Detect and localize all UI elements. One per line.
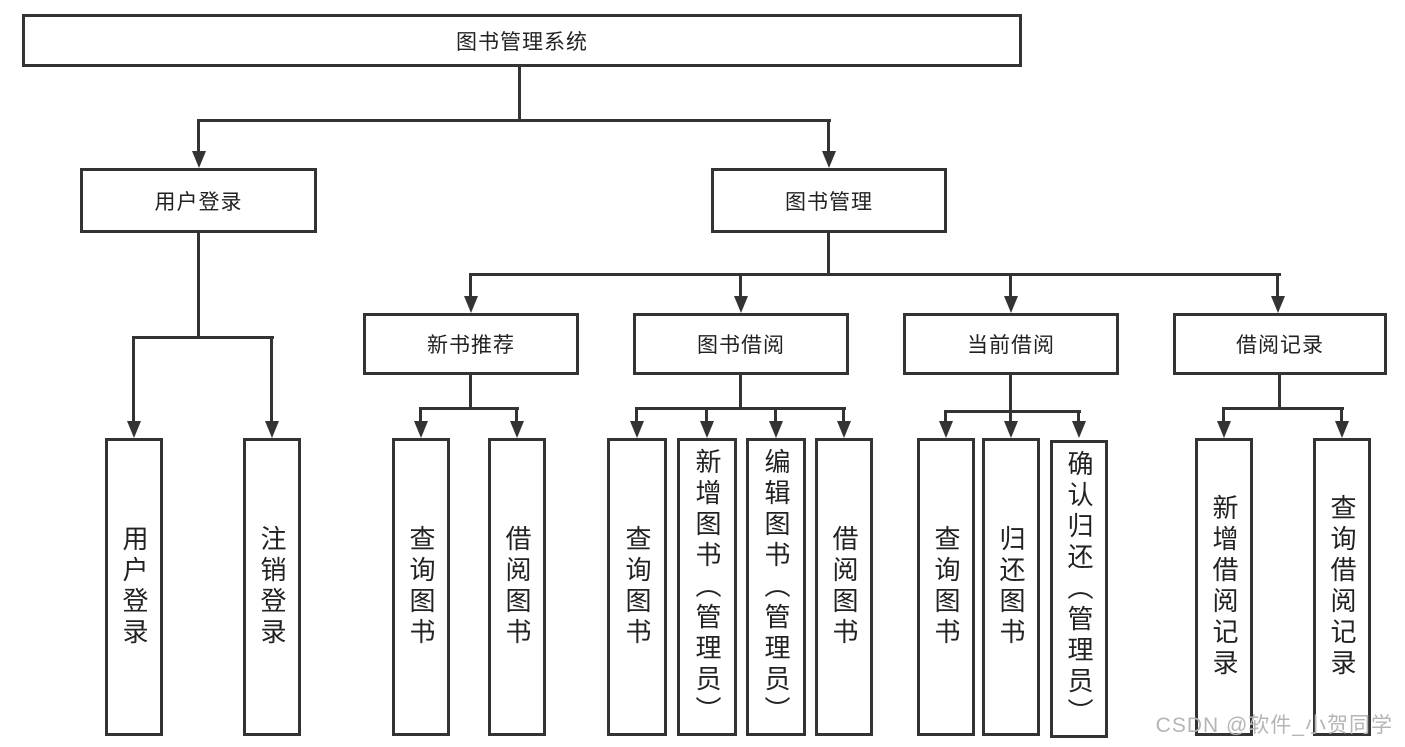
connector-book-borrow-drop-1: [635, 407, 638, 423]
connector-new-book-stem: [469, 375, 472, 409]
connector-book-borrow-drop-3: [774, 407, 777, 423]
connector-current-borrow-drop-2: [1009, 410, 1012, 423]
arrowhead-current-borrow: [1004, 296, 1018, 313]
connector-new-book-drop-2: [515, 407, 518, 423]
arrowhead-current-borrow-leaf-1: [939, 421, 953, 438]
arrowhead-current-borrow-leaf-3: [1072, 421, 1086, 438]
arrowhead-new-book-leaf-1: [414, 421, 428, 438]
leaf-borrow-query-label: 查询图书: [622, 525, 652, 649]
leaf-borrow-book-label: 借阅图书: [829, 525, 859, 649]
arrowhead-book-borrow-leaf-1: [630, 421, 644, 438]
connector-root-drop-left: [197, 119, 200, 153]
node-borrow-record: 借阅记录: [1173, 313, 1387, 375]
connector-new-book-drop-1: [419, 407, 422, 423]
leaf-current-query-label: 查询图书: [931, 525, 961, 649]
leaf-record-add: 新增借阅记录: [1195, 438, 1253, 736]
node-book-mgmt: 图书管理: [711, 168, 947, 233]
connector-book-mgmt-branch: [469, 273, 1281, 276]
connector-root-drop-right: [827, 119, 830, 153]
csdn-watermark: CSDN @软件_小贺同学: [1155, 714, 1393, 737]
connector-book-mgmt-stem: [827, 233, 830, 275]
leaf-borrow-add-admin: 新增图书（管理员）: [677, 438, 737, 736]
arrowhead-user-login: [192, 151, 206, 168]
node-user-login: 用户登录: [80, 168, 317, 233]
leaf-record-query-label: 查询借阅记录: [1327, 494, 1357, 680]
connector-root-branch: [197, 119, 831, 122]
leaf-record-add-label: 新增借阅记录: [1209, 494, 1239, 680]
node-new-book-recommend: 新书推荐: [363, 313, 579, 375]
arrowhead-new-book-leaf-2: [510, 421, 524, 438]
node-user-login-label: 用户登录: [154, 190, 243, 214]
leaf-borrow-edit-admin: 编辑图书（管理员）: [746, 438, 806, 736]
node-book-borrow: 图书借阅: [633, 313, 849, 375]
leaf-newbook-query-label: 查询图书: [406, 525, 436, 649]
arrowhead-book-borrow-leaf-3: [769, 421, 783, 438]
arrowhead-book-mgmt: [822, 151, 836, 168]
connector-user-login-branch: [132, 336, 274, 339]
arrowhead-current-borrow-leaf-2: [1004, 421, 1018, 438]
connector-borrow-record-drop-1: [1222, 407, 1225, 423]
arrowhead-book-borrow-leaf-2: [700, 421, 714, 438]
connector-current-borrow-stem: [1009, 375, 1012, 412]
leaf-newbook-query: 查询图书: [392, 438, 450, 736]
leaf-logout-label: 注销登录: [257, 525, 287, 649]
connector-root-stem: [518, 67, 521, 119]
arrowhead-book-borrow-leaf-4: [837, 421, 851, 438]
connector-current-borrow-drop-3: [1077, 410, 1080, 423]
node-book-borrow-label: 图书借阅: [697, 334, 785, 357]
leaf-current-query: 查询图书: [917, 438, 975, 736]
arrowhead-book-borrow: [734, 296, 748, 313]
leaf-newbook-borrow-label: 借阅图书: [502, 525, 532, 649]
leaf-confirm-return-admin-label: 确认归还（管理员）: [1064, 449, 1094, 729]
arrowhead-borrow-record: [1271, 296, 1285, 313]
leaf-newbook-borrow: 借阅图书: [488, 438, 546, 736]
leaf-borrow-add-admin-label: 新增图书（管理员）: [692, 447, 722, 727]
connector-current-borrow-branch: [944, 410, 1081, 413]
connector-book-borrow-stem: [739, 375, 742, 409]
leaf-borrow-edit-admin-label: 编辑图书（管理员）: [761, 447, 791, 727]
node-current-borrow-label: 当前借阅: [967, 334, 1055, 357]
node-current-borrow: 当前借阅: [903, 313, 1119, 375]
node-book-mgmt-label: 图书管理: [785, 190, 873, 214]
leaf-return-book-label: 归还图书: [996, 525, 1026, 649]
arrowhead-borrow-record-leaf-1: [1217, 421, 1231, 438]
leaf-logout: 注销登录: [243, 438, 301, 736]
leaf-record-query: 查询借阅记录: [1313, 438, 1371, 736]
connector-borrow-record-branch: [1222, 407, 1344, 410]
leaf-borrow-book: 借阅图书: [815, 438, 873, 736]
node-borrow-record-label: 借阅记录: [1236, 334, 1324, 357]
leaf-confirm-return-admin: 确认归还（管理员）: [1050, 440, 1108, 738]
arrowhead-login-leaf-1: [127, 421, 141, 438]
connector-user-login-stem: [197, 233, 200, 338]
leaf-user-login: 用户登录: [105, 438, 163, 736]
leaf-return-book: 归还图书: [982, 438, 1040, 736]
leaf-user-login-label: 用户登录: [119, 525, 149, 649]
connector-borrow-record-stem: [1278, 375, 1281, 409]
connector-l3-drop-2: [739, 273, 742, 299]
connector-current-borrow-drop-1: [944, 410, 947, 423]
connector-new-book-branch: [419, 407, 519, 410]
connector-user-login-drop-1: [132, 336, 135, 424]
connector-book-borrow-branch: [635, 407, 846, 410]
node-new-book-recommend-label: 新书推荐: [427, 334, 515, 357]
connector-l3-drop-4: [1276, 273, 1279, 299]
arrowhead-new-book: [464, 296, 478, 313]
connector-user-login-drop-2: [270, 336, 273, 424]
connector-borrow-record-drop-2: [1340, 407, 1343, 423]
arrowhead-borrow-record-leaf-2: [1335, 421, 1349, 438]
node-root-label: 图书管理系统: [456, 30, 588, 54]
connector-book-borrow-drop-4: [842, 407, 845, 423]
connector-l3-drop-3: [1009, 273, 1012, 299]
leaf-borrow-query: 查询图书: [607, 438, 667, 736]
connector-l3-drop-1: [469, 273, 472, 299]
arrowhead-login-leaf-2: [265, 421, 279, 438]
connector-book-borrow-drop-2: [705, 407, 708, 423]
node-root-system: 图书管理系统: [22, 14, 1022, 67]
